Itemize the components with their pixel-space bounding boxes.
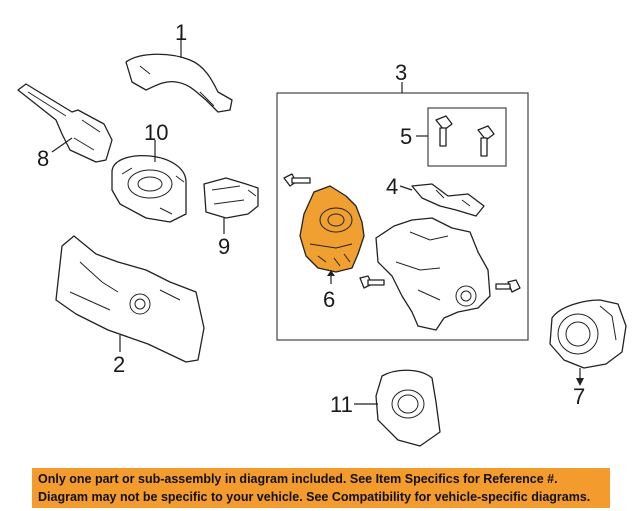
callout-6: 6: [323, 287, 335, 312]
callout-4: 4: [386, 174, 398, 199]
part-6-ignition-housing: [299, 185, 365, 273]
callout-3: 3: [395, 60, 407, 85]
part-3-column-assembly: [283, 173, 521, 331]
disclaimer-line-2: Diagram may not be specific to your vehi…: [38, 490, 591, 504]
part-8-lever-switch: [17, 83, 113, 163]
callout-11: 11: [330, 392, 353, 417]
callout-1: 1: [175, 20, 187, 45]
disclaimer-banner: Only one part or sub-assembly in diagram…: [32, 468, 610, 508]
part-4-bracket: [411, 183, 485, 217]
part-2-lower-cover: [55, 235, 205, 363]
part-5-bolts: [435, 115, 495, 157]
part-11-ring-unit: [375, 369, 441, 447]
callout-5: 5: [400, 124, 412, 149]
callout-9: 9: [218, 234, 230, 259]
callout-8: 8: [37, 146, 49, 171]
disclaimer-line-1: Only one part or sub-assembly in diagram…: [38, 472, 558, 486]
part-6-highlight: [299, 185, 365, 273]
part-1-upper-cover: [125, 53, 233, 113]
part-9-switch: [203, 177, 259, 219]
callout-7: 7: [573, 384, 585, 409]
callout-2: 2: [113, 352, 125, 377]
part-7-ignition-switch: [549, 299, 627, 369]
part-10-switch-body: [111, 154, 187, 223]
callout-10: 10: [144, 120, 168, 145]
